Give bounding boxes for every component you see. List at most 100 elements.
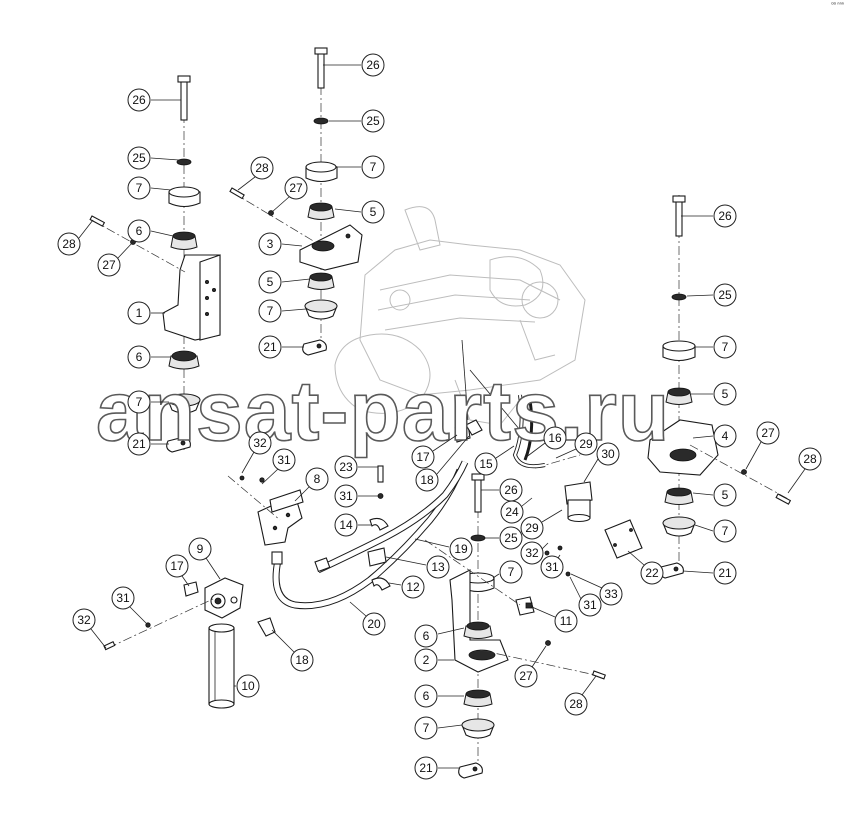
svg-text:28: 28 (62, 237, 76, 251)
svg-text:5: 5 (722, 387, 729, 401)
svg-text:6: 6 (136, 224, 143, 238)
svg-text:6: 6 (423, 629, 430, 643)
engine-outline (334, 206, 586, 426)
filter-and-hoses (103, 339, 643, 709)
svg-text:31: 31 (277, 453, 291, 467)
svg-text:19: 19 (454, 542, 468, 556)
callout-22: 22 (627, 550, 664, 585)
callout-32: 32 (72, 608, 107, 649)
callout-31: 31 (111, 586, 148, 625)
svg-text:7: 7 (267, 304, 274, 318)
svg-text:8: 8 (314, 472, 321, 486)
callout-25: 25 (485, 526, 523, 550)
svg-text:1: 1 (136, 306, 143, 320)
callout-7: 7 (258, 299, 307, 323)
callout-6: 6 (414, 624, 465, 648)
svg-text:32: 32 (525, 546, 539, 560)
svg-text:27: 27 (102, 258, 116, 272)
callout-27: 27 (514, 645, 547, 688)
callout-26: 26 (127, 88, 181, 112)
svg-text:32: 32 (77, 613, 91, 627)
callout-18: 18 (271, 629, 314, 672)
callout-13: 13 (385, 555, 450, 579)
callout-7: 7 (695, 335, 737, 359)
svg-text:20: 20 (367, 617, 381, 631)
svg-text:15: 15 (479, 457, 493, 471)
callout-31: 31 (261, 448, 296, 485)
callout-17: 17 (165, 554, 190, 587)
svg-text:31: 31 (339, 489, 353, 503)
callout-26: 26 (481, 478, 523, 502)
svg-text:21: 21 (263, 340, 277, 354)
svg-text:27: 27 (519, 669, 533, 683)
callout-20: 20 (349, 601, 386, 636)
bottom-mount-assembly (449, 473, 606, 779)
svg-text:27: 27 (761, 426, 775, 440)
callout-28: 28 (57, 219, 94, 256)
callout-7: 7 (127, 176, 172, 200)
callout-7: 7 (337, 155, 385, 179)
svg-text:28: 28 (803, 452, 817, 466)
svg-text:27: 27 (289, 181, 303, 195)
svg-text:29: 29 (525, 521, 539, 535)
svg-text:23: 23 (339, 460, 353, 474)
callout-27: 27 (745, 421, 780, 470)
callout-21: 21 (414, 756, 460, 780)
callout-33: 33 (570, 573, 623, 606)
svg-text:22: 22 (645, 566, 659, 580)
callout-31: 31 (540, 554, 564, 579)
svg-text:5: 5 (722, 488, 729, 502)
svg-text:17: 17 (170, 559, 184, 573)
callout-31: 31 (334, 484, 378, 508)
svg-text:16: 16 (548, 431, 562, 445)
svg-text:24: 24 (505, 505, 519, 519)
callout-16: 16 (524, 426, 567, 459)
callout-6: 6 (414, 684, 464, 708)
callout-9: 9 (188, 537, 221, 580)
svg-text:26: 26 (132, 93, 146, 107)
svg-text:25: 25 (132, 151, 146, 165)
svg-text:7: 7 (508, 565, 515, 579)
callout-25: 25 (329, 109, 385, 133)
svg-text:31: 31 (545, 560, 559, 574)
svg-text:4: 4 (722, 429, 729, 443)
svg-text:11: 11 (560, 614, 573, 628)
right-mount-assembly (647, 195, 792, 579)
callout-5: 5 (258, 270, 311, 294)
callout-5: 5 (691, 382, 737, 406)
svg-text:21: 21 (419, 761, 433, 775)
svg-text:25: 25 (718, 288, 732, 302)
callout-29: 29 (520, 509, 563, 540)
callout-30: 30 (583, 442, 620, 483)
svg-text:10: 10 (241, 679, 255, 693)
svg-text:29: 29 (579, 437, 593, 451)
svg-text:12: 12 (406, 580, 420, 594)
svg-text:17: 17 (416, 450, 430, 464)
svg-text:7: 7 (370, 160, 377, 174)
callout-26: 26 (681, 204, 737, 228)
callout-3: 3 (258, 232, 303, 256)
svg-text:5: 5 (267, 275, 274, 289)
middle-top-mount-assembly (229, 47, 363, 356)
svg-text:26: 26 (504, 483, 518, 497)
callout-21: 21 (258, 335, 304, 359)
callout-32: 32 (241, 431, 272, 474)
callout-28: 28 (564, 675, 597, 716)
svg-text:9: 9 (197, 542, 204, 556)
callout-5: 5 (334, 200, 385, 224)
callout-31: 31 (569, 576, 602, 617)
callout-12: 12 (388, 575, 425, 599)
callout-2: 2 (414, 648, 454, 672)
svg-text:32: 32 (253, 436, 267, 450)
svg-text:31: 31 (583, 598, 597, 612)
callout-25: 25 (686, 283, 737, 307)
callout-28: 28 (237, 156, 274, 191)
callout-26: 26 (323, 53, 385, 77)
corner-mark: ᵒᵃ ⁿⁿⁿ (831, 2, 844, 8)
callout-7: 7 (414, 716, 463, 740)
callout-19: 19 (414, 537, 473, 561)
callout-29: 29 (555, 432, 598, 459)
callout-14: 14 (334, 513, 372, 537)
svg-text:26: 26 (718, 209, 732, 223)
